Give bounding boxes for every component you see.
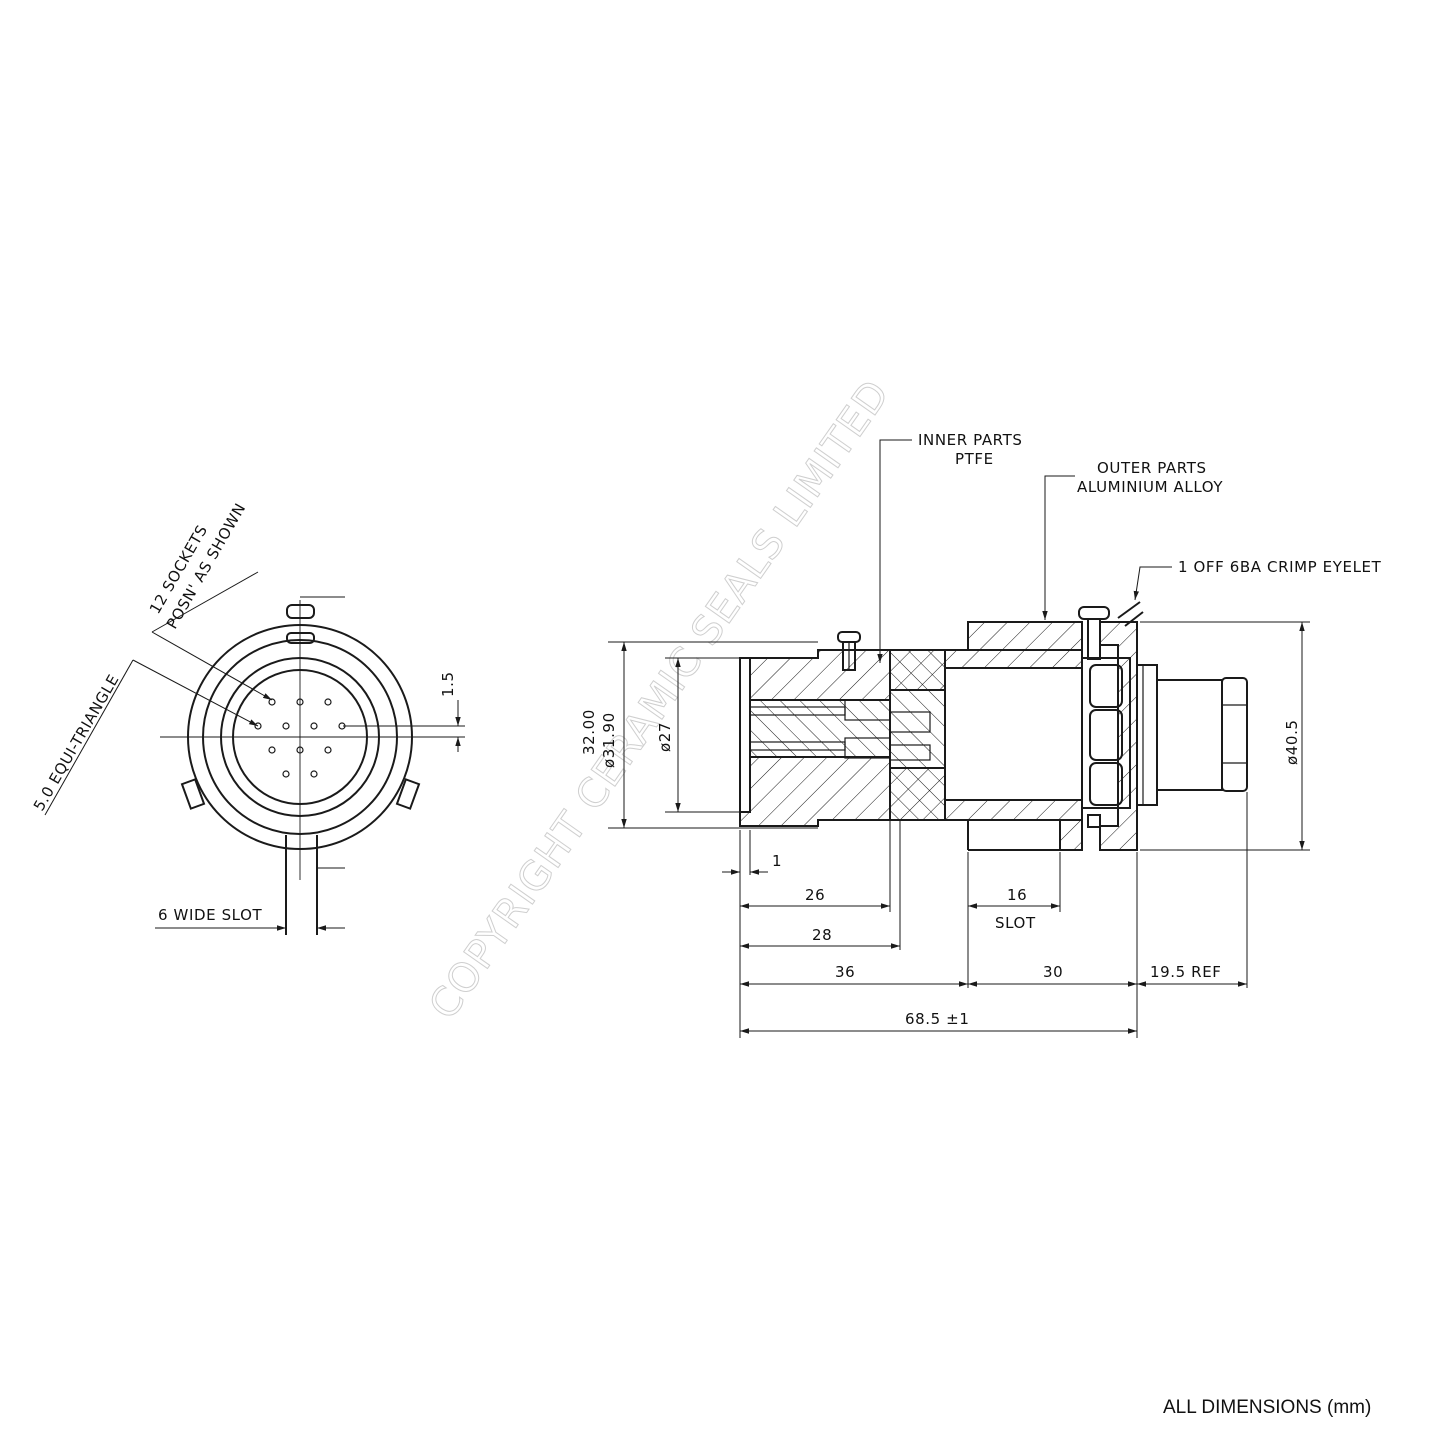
- outer-parts-label: OUTER PARTS: [1097, 459, 1207, 477]
- dim-1: 1: [772, 852, 782, 870]
- inner-parts-label: INNER PARTS: [918, 431, 1023, 449]
- section-view: [739, 601, 1248, 851]
- dim-28: 28: [812, 926, 832, 944]
- socket-hole: [254, 722, 262, 730]
- dim-26: 26: [805, 886, 825, 904]
- socket-holes: [254, 698, 346, 778]
- socket-hole: [296, 746, 304, 754]
- socket-hole: [282, 770, 290, 778]
- socket-hole: [282, 722, 290, 730]
- dim-16: 16: [1007, 886, 1027, 904]
- socket-hole: [310, 770, 318, 778]
- crimp-eyelet-label: 1 OFF 6BA CRIMP EYELET: [1178, 558, 1382, 576]
- dim-40-5: ø40.5: [1283, 719, 1301, 765]
- socket-hole: [268, 698, 276, 706]
- inner-parts-material: PTFE: [955, 450, 994, 468]
- dim-27: ø27: [656, 722, 674, 752]
- dim-31-90: ø31.90: [600, 712, 618, 768]
- end-view-annotations: 12 SOCKETS POSN' AS SHOWN 5.0 EQUI-TRIAN…: [30, 500, 465, 931]
- dim-68-5: 68.5 ±1: [905, 1010, 969, 1028]
- dim-19-5-ref: 19.5 REF: [1150, 963, 1222, 981]
- socket-hole: [268, 746, 276, 754]
- dim-1-5: 1.5: [439, 671, 457, 697]
- socket-hole: [324, 698, 332, 706]
- section-annotations: INNER PARTS PTFE OUTER PARTS ALUMINIUM A…: [877, 431, 1382, 663]
- dim-36: 36: [835, 963, 855, 981]
- wide-slot-label: 6 WIDE SLOT: [158, 906, 263, 924]
- socket-hole: [310, 722, 318, 730]
- equi-triangle-label: 5.0 EQUI-TRIANGLE: [30, 671, 123, 814]
- end-view: [160, 600, 448, 935]
- socket-hole: [324, 746, 332, 754]
- section-dimensions: 32.00 ø31.90 ø27 ø40.5 1 26 28 36: [580, 621, 1310, 1038]
- dim-32: 32.00: [580, 709, 598, 755]
- slot-label: SLOT: [995, 914, 1036, 932]
- dim-30: 30: [1043, 963, 1063, 981]
- units-note: ALL DIMENSIONS (mm): [1163, 1397, 1371, 1418]
- socket-hole: [296, 698, 304, 706]
- outer-parts-material: ALUMINIUM ALLOY: [1077, 478, 1223, 496]
